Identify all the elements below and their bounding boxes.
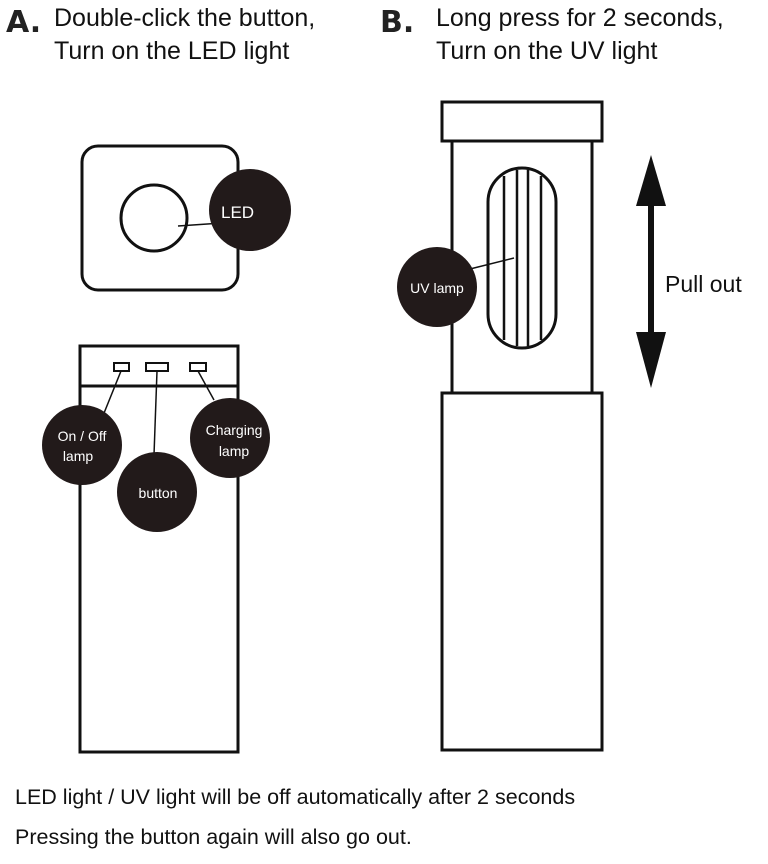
uv-lamp-callout-bubble: [397, 247, 477, 327]
on-off-callout-bubble: [42, 405, 122, 485]
button-leader-line: [153, 370, 158, 456]
charging-lamp-indicator: [189, 362, 207, 372]
on-off-label-line-2: lamp: [63, 448, 94, 464]
led-lens: [119, 183, 189, 253]
button-label: button: [139, 485, 178, 501]
uv-lamp-label: UV lamp: [410, 280, 464, 296]
uv-device-base: [440, 391, 604, 752]
device-top-view: LED: [80, 144, 291, 292]
button-callout-bubble: [117, 452, 197, 532]
footer-note-2: Pressing the button again will also go o…: [15, 825, 412, 849]
power-button: [145, 362, 169, 372]
charging-label-line-2: lamp: [219, 443, 250, 459]
section-a-instruction: Double-click the button, Turn on the LED…: [54, 2, 315, 68]
footer-note-1: LED light / UV light will be off automat…: [15, 785, 576, 809]
section-b-letter: B.: [380, 5, 415, 40]
uv-lamp-tube: [486, 166, 558, 350]
arrow-shaft: [648, 204, 654, 334]
pull-out-arrow: [636, 155, 666, 388]
uv-lamp-leader-line: [469, 257, 515, 270]
arrow-down-head: [636, 332, 666, 388]
section-b-instruction: Long press for 2 seconds, Turn on the UV…: [436, 2, 724, 68]
section-a-letter: A.: [6, 5, 42, 40]
pull-out-label: Pull out: [665, 271, 742, 297]
on-off-label-line-1: On / Off: [58, 428, 107, 444]
section-b-line-2: Turn on the UV light: [436, 37, 658, 65]
charging-leader-line: [197, 370, 215, 401]
section-b-line-1: Long press for 2 seconds,: [436, 4, 724, 32]
section-a-line-1: Double-click the button,: [54, 4, 316, 32]
charging-callout-bubble: [190, 398, 270, 478]
device-uv-view: UV lamp: [397, 100, 604, 752]
charging-label-line-1: Charging: [206, 422, 263, 438]
uv-device-cap: [440, 100, 604, 143]
led-label: LED: [221, 203, 254, 222]
on-off-lamp-indicator: [113, 362, 130, 372]
led-callout-bubble: [209, 169, 291, 251]
arrow-up-head: [636, 155, 666, 206]
device-front-view: On / Off lamp button Charging lamp: [42, 344, 270, 754]
section-a-line-2: Turn on the LED light: [54, 37, 290, 65]
